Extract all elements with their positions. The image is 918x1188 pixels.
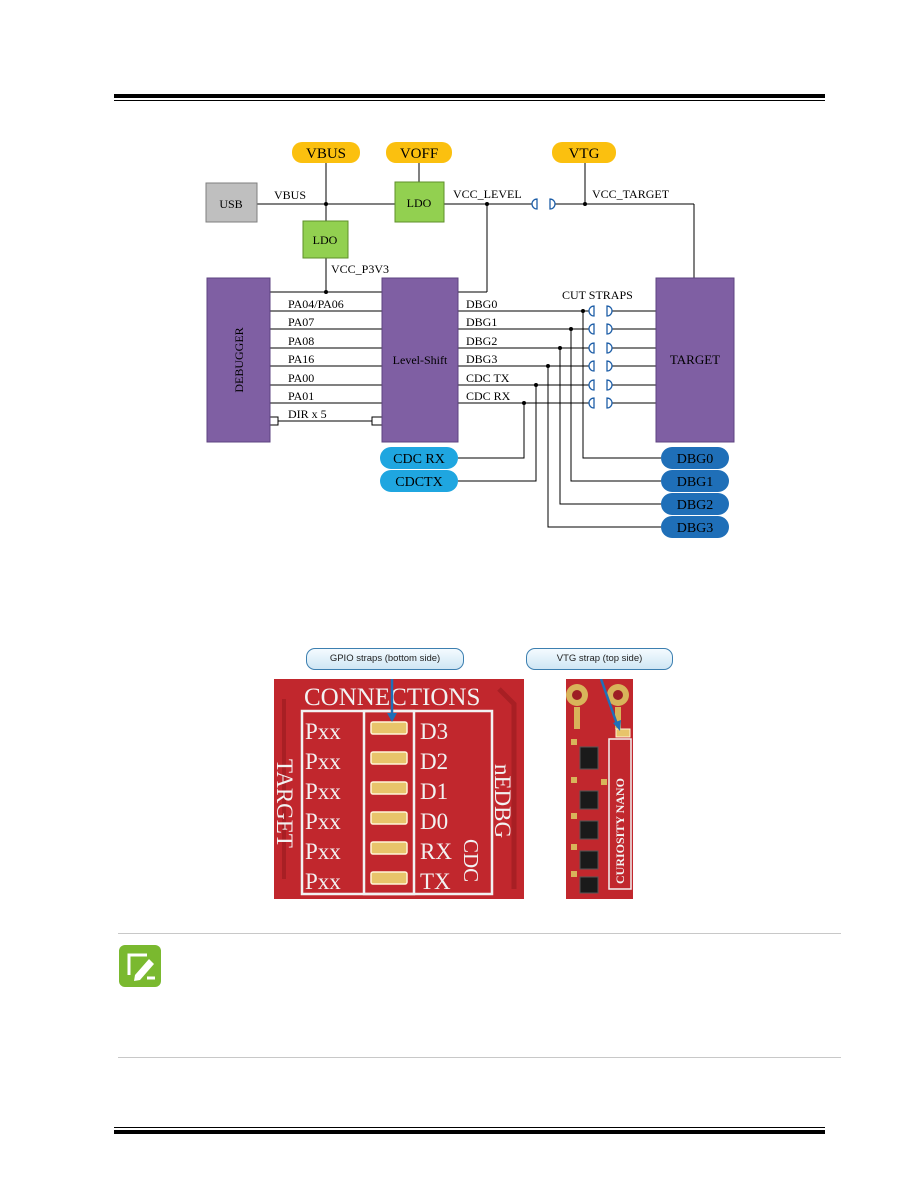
- vtg-strap-photo: CURIOSITY NANO: [566, 679, 633, 899]
- dbg1-pin-label: DBG1: [677, 475, 714, 490]
- footer-rule-thick: [114, 1130, 825, 1134]
- supply-vbus: VBUS: [292, 142, 360, 163]
- cdc-tx-pin-label: CDCTX: [395, 475, 442, 490]
- supply-voff-label: VOFF: [400, 146, 438, 162]
- header-rule-thin: [114, 100, 825, 101]
- cdc-rx-pin-label: CDC RX: [393, 452, 445, 467]
- silk-pin: TX: [420, 869, 451, 894]
- footer-rule-thin: [114, 1127, 825, 1128]
- debugger-block: DEBUGGER: [206, 277, 271, 443]
- silk-pxx: Pxx: [305, 869, 341, 894]
- shifter-signal-label: DBG2: [466, 334, 497, 348]
- cdc-rx-pin: CDC RX: [380, 447, 458, 469]
- supply-vtg: VTG: [552, 142, 616, 163]
- shifter-signal-label: CDC TX: [466, 371, 510, 385]
- net-vbus: VBUS: [274, 188, 306, 202]
- ldo-top-label: LDO: [407, 196, 432, 210]
- level-shifter-block-diagram: VBUS VOFF VTG USB LDO LDO DEBUGGER Level…: [205, 142, 735, 538]
- silk-pin: D1: [420, 779, 448, 804]
- note-bottom-separator: [118, 1057, 841, 1058]
- silk-pxx: Pxx: [305, 779, 341, 804]
- supply-vbus-label: VBUS: [306, 146, 346, 162]
- net-cut-straps: CUT STRAPS: [562, 288, 633, 302]
- dbg1-pin: DBG1: [661, 470, 729, 492]
- note-pencil-icon: [119, 945, 161, 987]
- silk-pxx: Pxx: [305, 719, 341, 744]
- vtg-strap-callout: VTG strap (top side): [526, 648, 673, 670]
- dbg-signal-label: PA00: [288, 371, 314, 385]
- silk-target: TARGET: [274, 759, 297, 848]
- ldo-low-label: LDO: [313, 233, 338, 247]
- gpio-straps-photo: CONNECTIONS Pxx Pxx Pxx Pxx Pxx Pxx D3 D…: [274, 679, 524, 899]
- dbg3-pin: DBG3: [661, 516, 729, 538]
- shifter-signal-label: DBG3: [466, 352, 497, 366]
- header-rule-thick: [114, 94, 825, 98]
- silk-nedbg: nEDBG: [490, 764, 515, 838]
- gpio-straps-callout: GPIO straps (bottom side): [306, 648, 464, 670]
- target-label: TARGET: [670, 352, 720, 367]
- dbg2-pin-label: DBG2: [677, 498, 714, 513]
- target-block: TARGET: [655, 277, 735, 443]
- silk-cdc: CDC: [459, 839, 483, 882]
- level-shift-label: Level-Shift: [393, 353, 448, 367]
- silk-pxx: Pxx: [305, 839, 341, 864]
- level-shift-block: Level-Shift: [381, 277, 459, 443]
- silk-pin: RX: [420, 839, 452, 864]
- silk-pxx: Pxx: [305, 809, 341, 834]
- dbg-signal-label: PA04/PA06: [288, 297, 344, 311]
- net-vcc-level: VCC_LEVEL: [453, 187, 522, 201]
- supply-voff: VOFF: [386, 142, 452, 163]
- silk-pin: D2: [420, 749, 448, 774]
- cdc-tx-pin: CDCTX: [380, 470, 458, 492]
- ldo-low-block: LDO: [302, 220, 349, 259]
- silk-pxx: Pxx: [305, 749, 341, 774]
- usb-block: USB: [205, 182, 258, 223]
- shifter-signal-label: DBG0: [466, 297, 497, 311]
- net-vcc-p3v3: VCC_P3V3: [331, 262, 389, 276]
- dbg-signal-label: DIR x 5: [288, 407, 327, 421]
- silk-pin: D3: [420, 719, 448, 744]
- shifter-signal-label: DBG1: [466, 315, 497, 329]
- shifter-signal-label: CDC RX: [466, 389, 511, 403]
- dbg0-pin: DBG0: [661, 447, 729, 469]
- dbg3-pin-label: DBG3: [677, 521, 714, 536]
- silk-pin: D0: [420, 809, 448, 834]
- dbg-signal-label: PA16: [288, 352, 314, 366]
- net-vcc-target: VCC_TARGET: [592, 187, 670, 201]
- debugger-label: DEBUGGER: [232, 327, 246, 392]
- dbg-signal-label: PA01: [288, 389, 314, 403]
- supply-vtg-label: VTG: [569, 146, 600, 162]
- dbg-signal-label: PA08: [288, 334, 314, 348]
- dbg-signal-label: PA07: [288, 315, 314, 329]
- usb-label: USB: [219, 197, 242, 211]
- ldo-top-block: LDO: [394, 181, 445, 223]
- note-top-separator: [118, 933, 841, 934]
- dbg2-pin: DBG2: [661, 493, 729, 515]
- dbg0-pin-label: DBG0: [677, 452, 714, 467]
- silk-curiosity-nano: CURIOSITY NANO: [613, 778, 627, 884]
